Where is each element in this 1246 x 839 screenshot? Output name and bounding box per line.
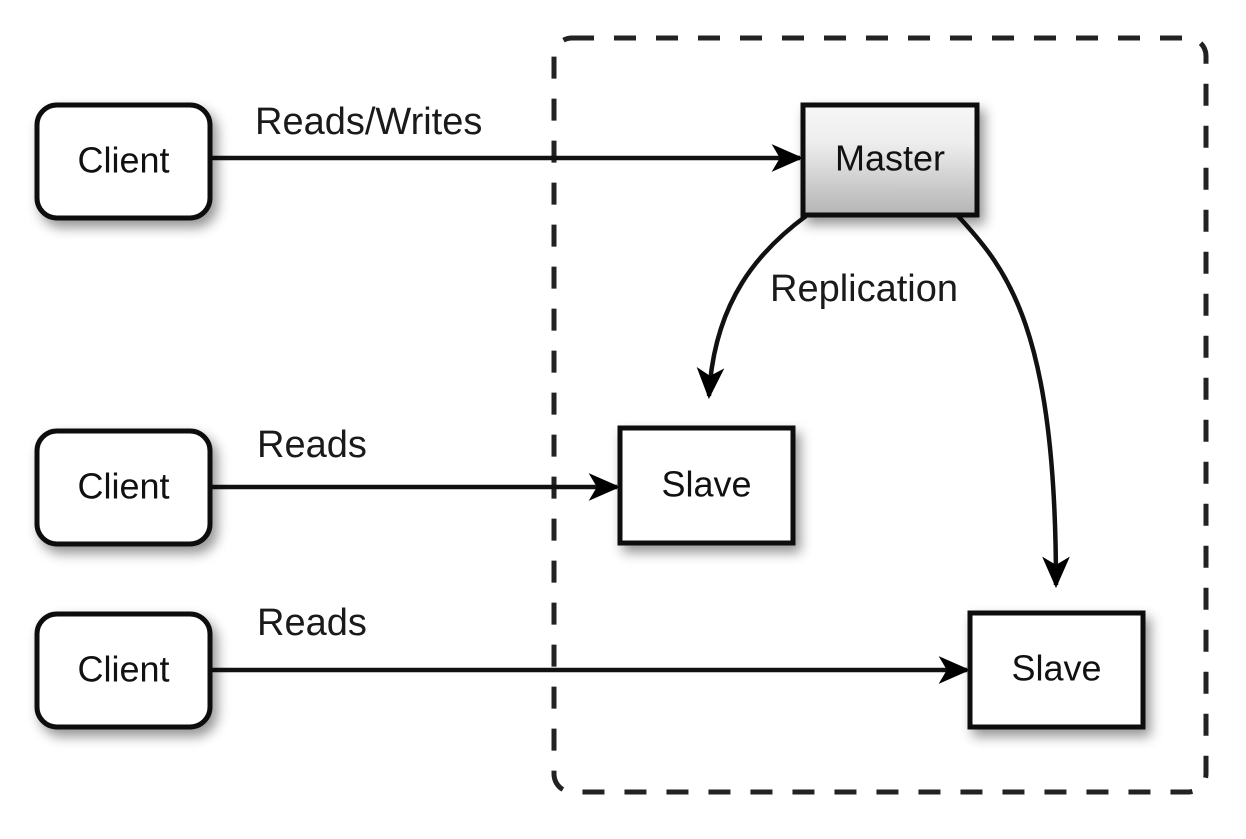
client-1-shape [34, 102, 213, 221]
edge-label-reads-slave1: Reads [257, 424, 367, 466]
master-label: Master [835, 138, 945, 179]
client-3-label: Client [77, 649, 169, 690]
client-2-shape [34, 428, 213, 547]
node-client-3[interactable]: Client [34, 611, 213, 730]
edge-master-to-slave2 [956, 214, 1070, 589]
client-1-label: Client [77, 140, 169, 181]
slave-2-shape [967, 610, 1146, 730]
client-2-label: Client [77, 466, 169, 507]
database-cluster-boundary [551, 35, 1209, 795]
node-slave-2[interactable]: Slave [967, 610, 1146, 730]
master-shape [800, 102, 980, 218]
node-client-1[interactable]: Client [34, 102, 213, 221]
edge-label-replication: Replication [770, 268, 958, 310]
node-client-2[interactable]: Client [34, 428, 213, 547]
edge-label-reads-slave2: Reads [257, 602, 367, 644]
node-slave-1[interactable]: Slave [617, 425, 796, 546]
slave-1-label: Slave [661, 464, 751, 505]
slave-1-shape [617, 425, 796, 546]
node-master[interactable]: Master [800, 102, 980, 218]
edge-master-to-slave1 [696, 214, 808, 400]
edge-label-reads-writes: Reads/Writes [255, 101, 482, 143]
client-3-shape [34, 611, 213, 730]
slave-2-label: Slave [1011, 648, 1101, 689]
